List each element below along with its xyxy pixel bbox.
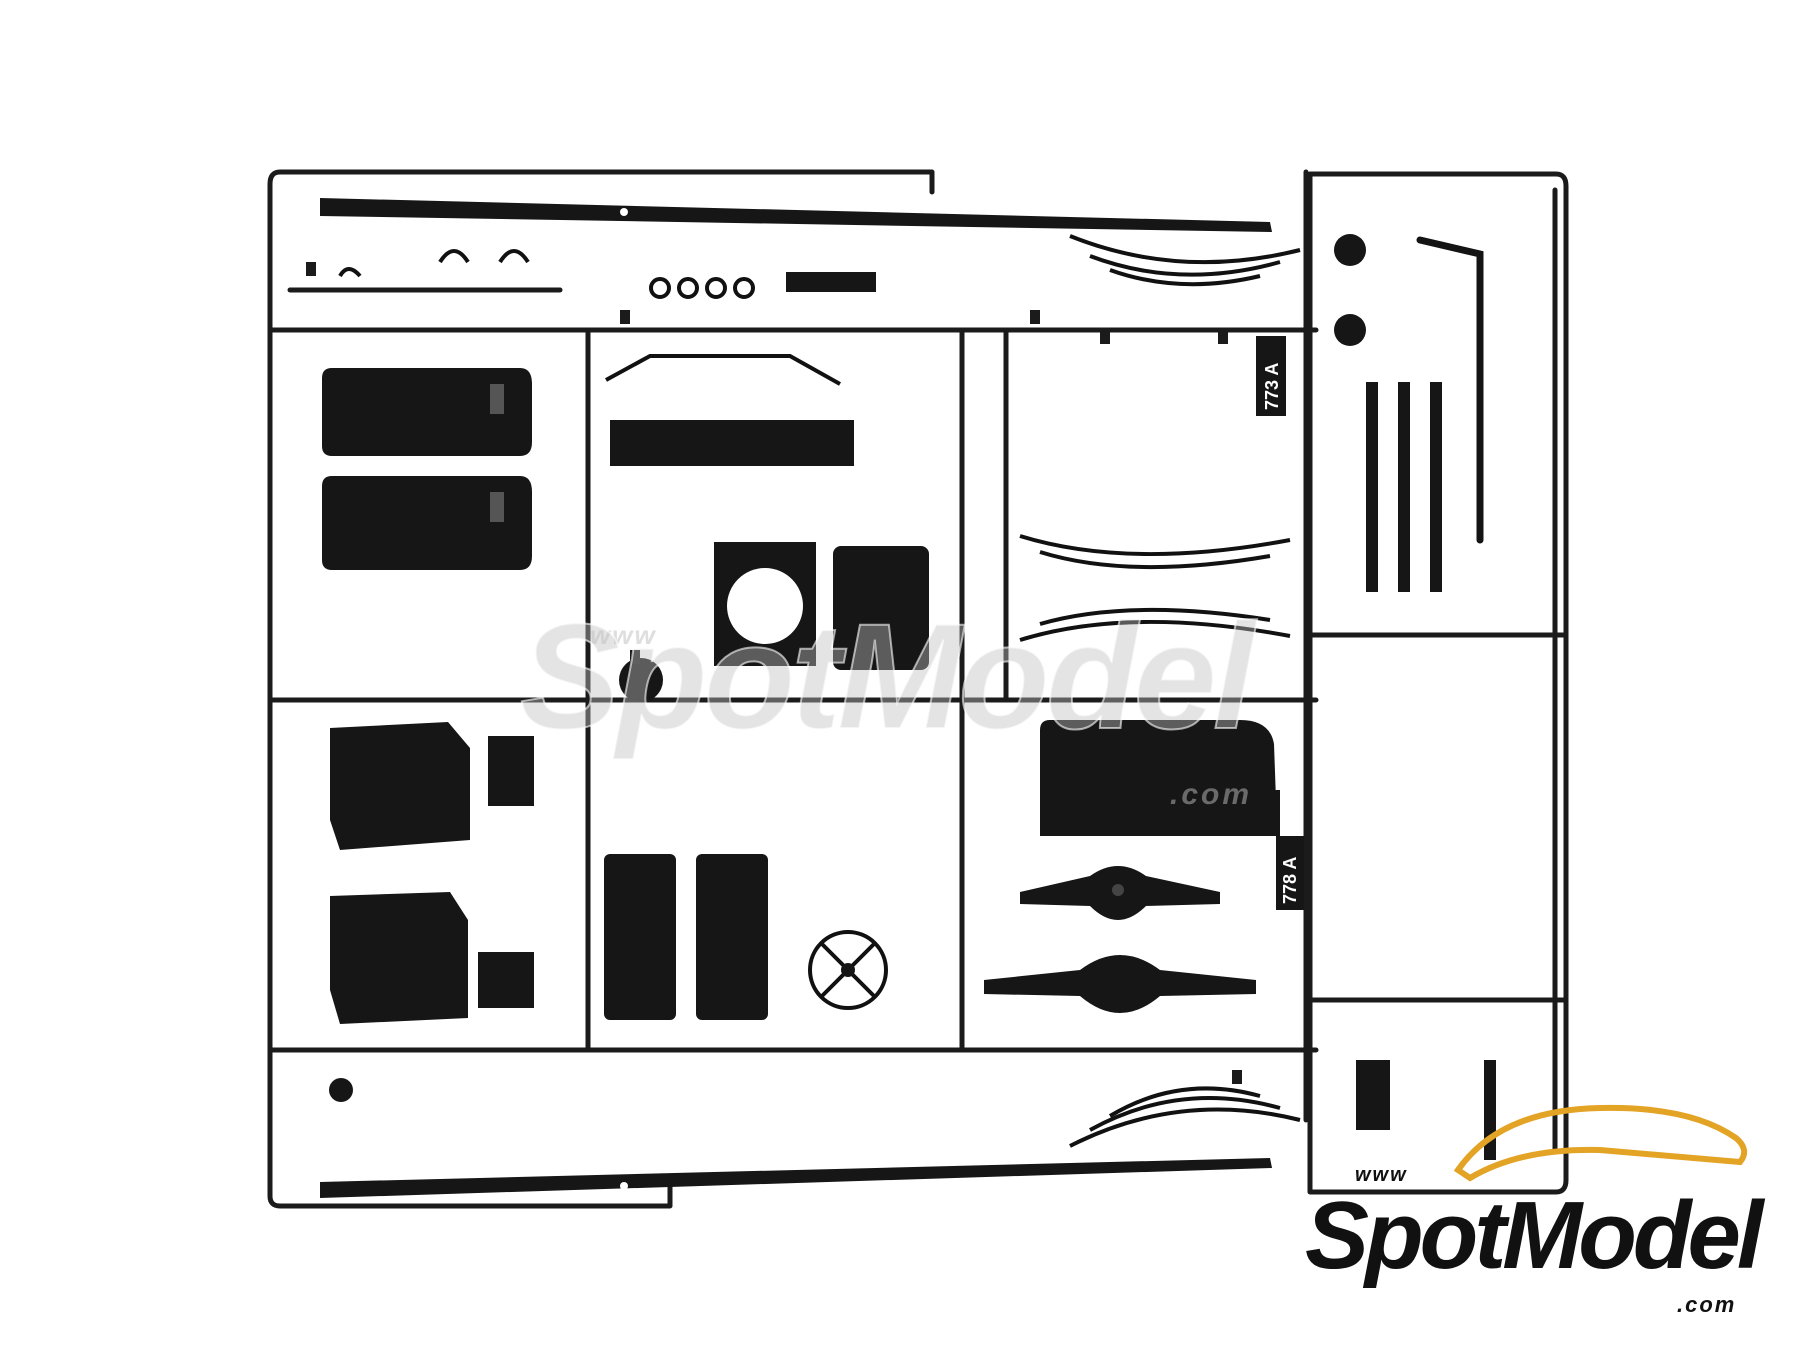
- rear-axle-lower: [984, 955, 1256, 1013]
- tow-hooks: [287, 249, 876, 299]
- battery-box-right: [696, 854, 768, 1020]
- fuel-tank-lower: [322, 476, 532, 570]
- spotmodel-logo: www SpotModel .com: [1295, 1130, 1775, 1340]
- sprue-code-upper: 773 A: [1256, 336, 1286, 416]
- front-axle-beam: [605, 354, 841, 386]
- logo-www: www: [1355, 1164, 1408, 1186]
- logo-brand: SpotModel: [1305, 1182, 1764, 1289]
- steering-wheel: [808, 930, 888, 1010]
- ladder-strips: [1366, 382, 1442, 592]
- leaf-spring-middle: [1019, 534, 1291, 642]
- battery-box-left: [604, 854, 676, 1020]
- hub-disc: [329, 658, 663, 1102]
- sprue-code-lower-label: 778 A: [1280, 857, 1300, 904]
- seat-back-panel: [833, 546, 929, 670]
- sprue-frame-right: [1307, 171, 1569, 1195]
- logo-com: .com: [1677, 1292, 1737, 1317]
- chassis-rail-top: [320, 198, 1272, 232]
- chassis-rail-bottom: [320, 1158, 1272, 1198]
- watermark-brand: SpotModel: [519, 591, 1256, 761]
- leaf-spring-top: [1069, 234, 1301, 287]
- sprue-gates: [306, 262, 1242, 1084]
- engine-block-lower: [330, 892, 534, 1024]
- watermark-com: .com: [1170, 778, 1253, 811]
- lamp-cups: [1334, 234, 1366, 346]
- sprue-code-lower: 778 A: [1276, 836, 1304, 910]
- fuel-tank-upper: [322, 368, 532, 456]
- rear-axle-upper: [1020, 866, 1220, 920]
- watermark-www: www: [590, 620, 657, 650]
- cab-floor-panel: [610, 420, 854, 466]
- leaf-spring-bottom: [1069, 1086, 1301, 1148]
- sprue-code-upper-label: 773 A: [1262, 363, 1282, 410]
- dashboard-panel: [714, 542, 816, 666]
- bench-seat: [1040, 720, 1280, 836]
- exhaust-pipe: [1416, 236, 1484, 544]
- sprue-frame-left: [267, 169, 1319, 1209]
- engine-block-upper: [330, 722, 534, 850]
- logo-swoosh: [1453, 1104, 1748, 1182]
